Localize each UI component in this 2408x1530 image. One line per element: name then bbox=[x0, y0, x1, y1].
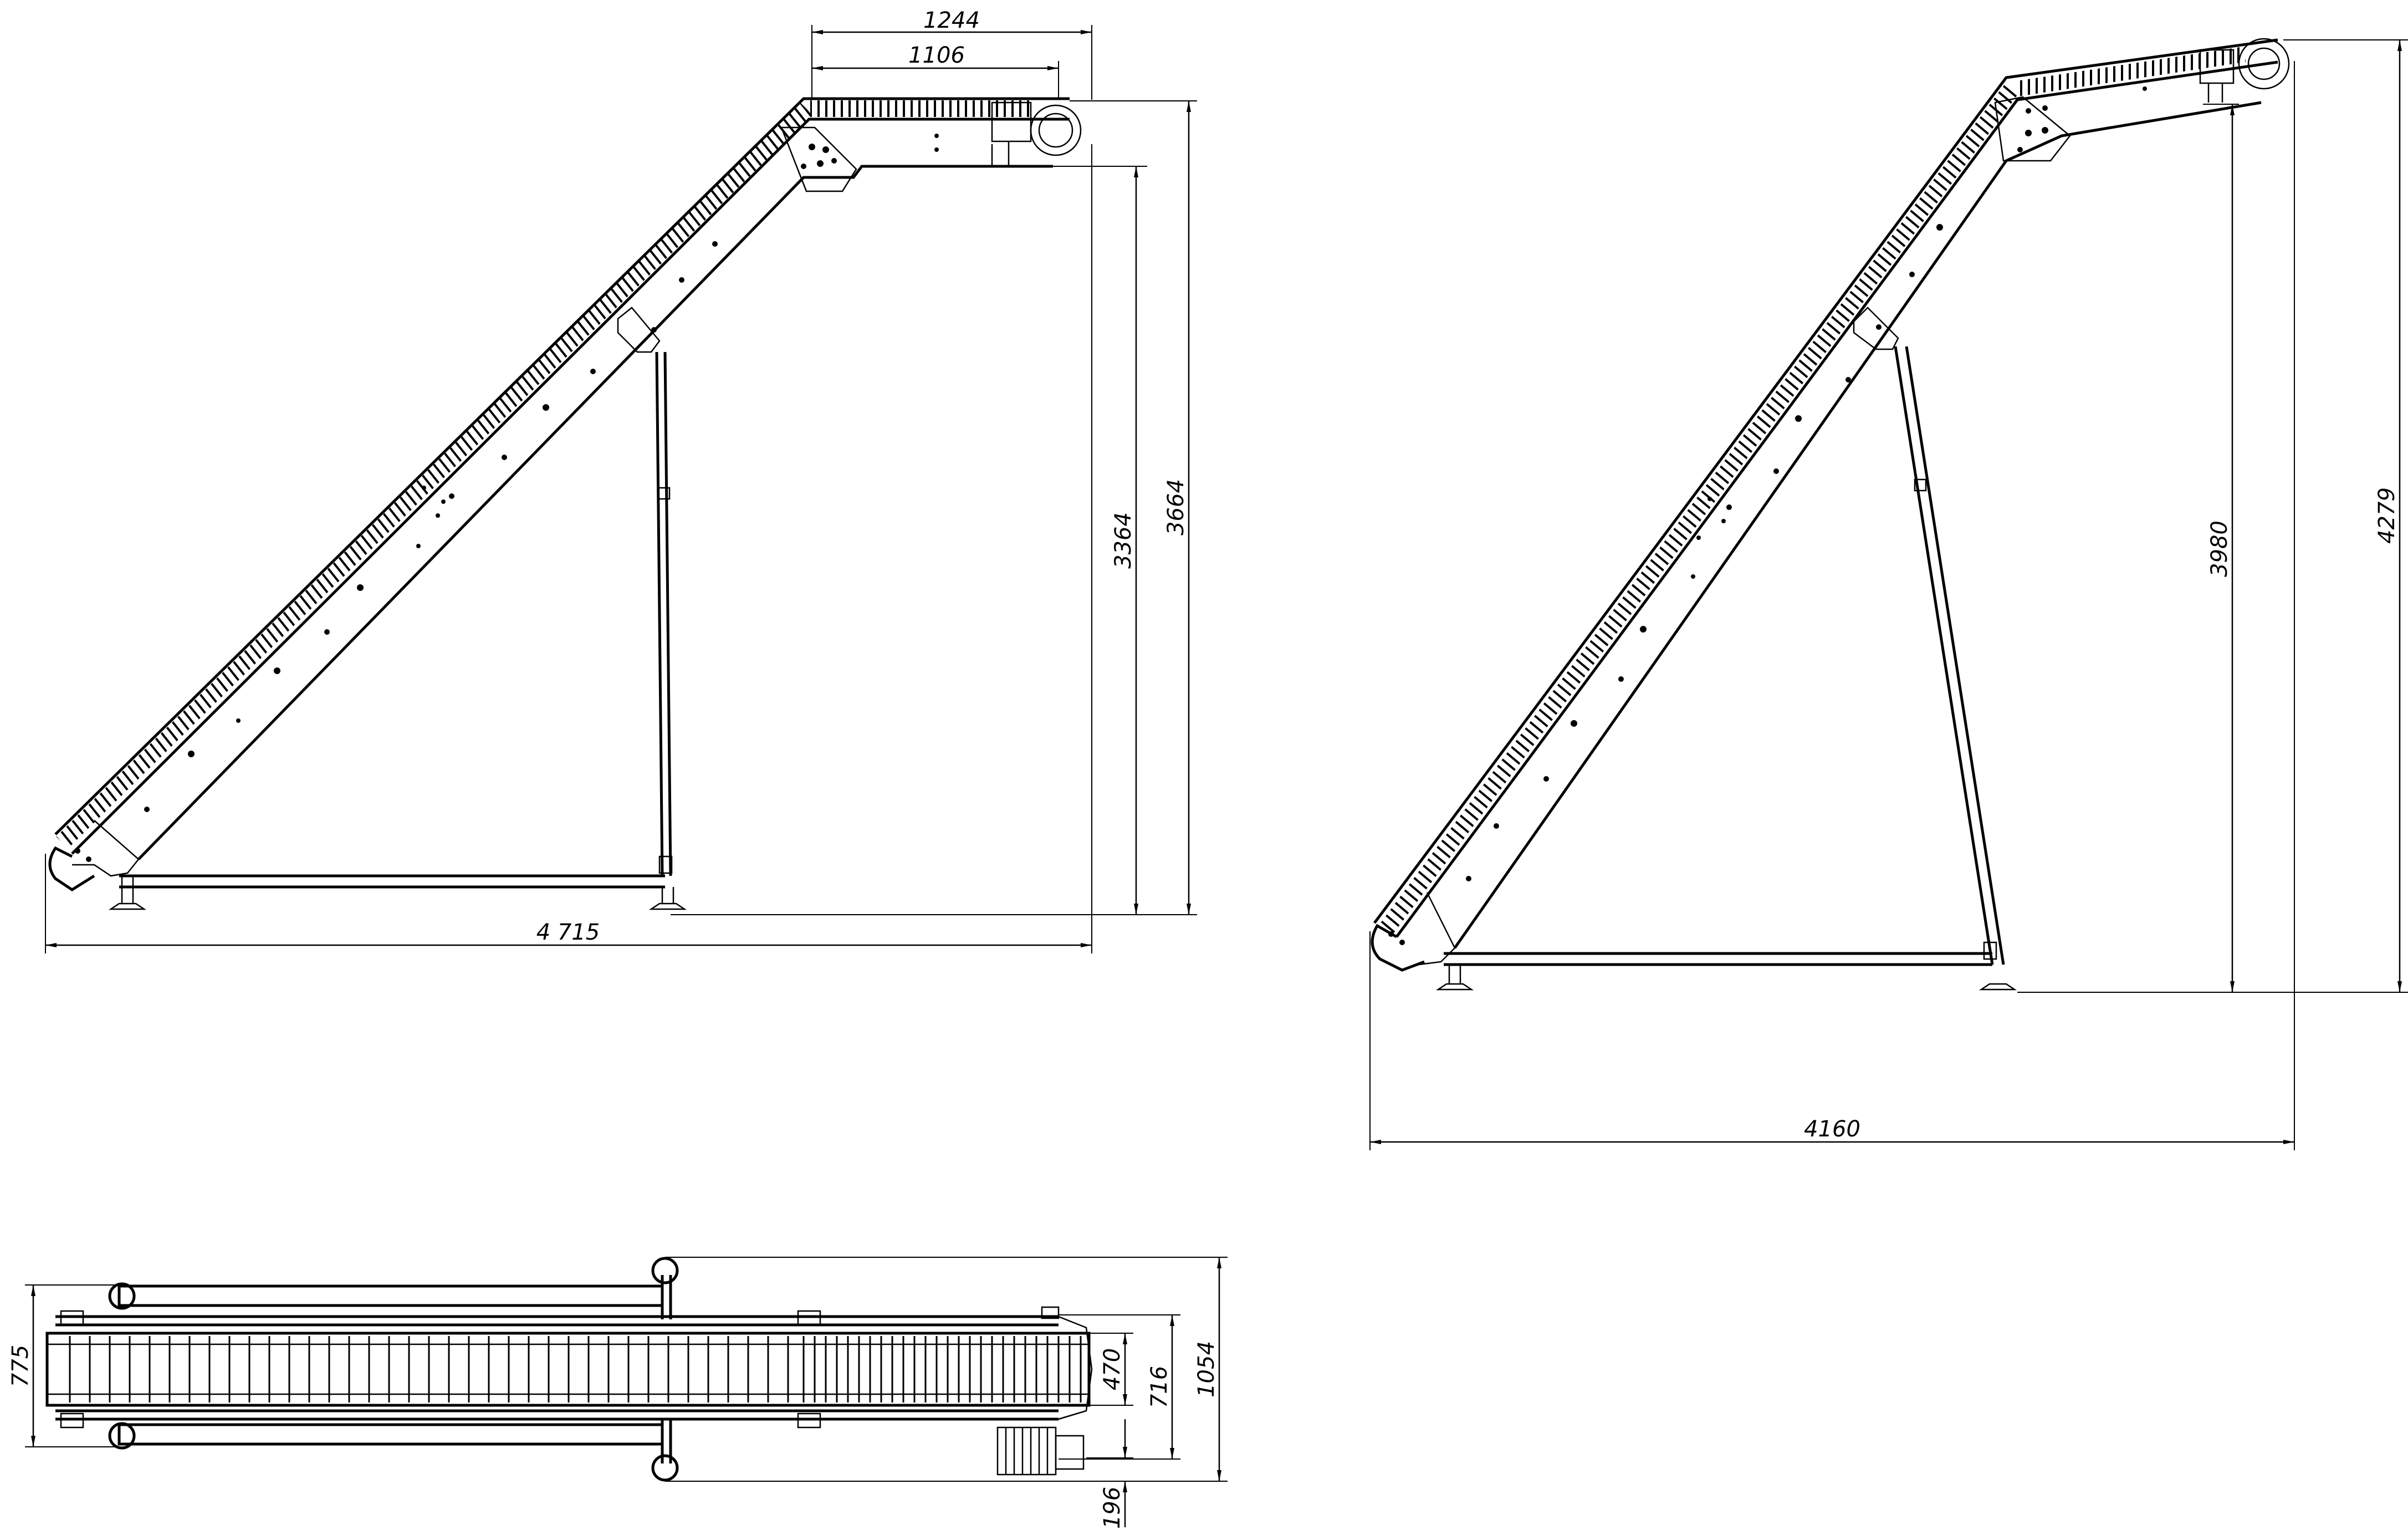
incline-frame-2 bbox=[1371, 38, 2290, 991]
dimensions-top-view: 775 470 716 1054 196 bbox=[8, 1257, 1228, 1529]
conveyor-plan bbox=[45, 1257, 1093, 1482]
side-view-1: 1244 1106 3364 3664 4 715 bbox=[45, 8, 1197, 953]
dim-top-width-inner: 1106 bbox=[908, 43, 965, 68]
dim-frame-width: 775 bbox=[8, 1345, 33, 1387]
dim-inner-width: 716 bbox=[1147, 1366, 1172, 1408]
dim-overall-width: 1054 bbox=[1194, 1341, 1219, 1398]
side-view-2: 3980 4279 4160 bbox=[1369, 38, 2408, 1150]
dim-height-lower: 3364 bbox=[1111, 512, 1136, 569]
frame-holes bbox=[75, 134, 939, 862]
dimensions-view-2: 3980 4279 4160 bbox=[1369, 39, 2408, 1150]
dim-total-length-2: 4160 bbox=[1804, 1116, 1860, 1142]
dimensions-view-1: 1244 1106 3364 3664 4 715 bbox=[45, 8, 1197, 953]
frame-holes-2 bbox=[1388, 86, 2147, 945]
dim-height-lower-2: 3980 bbox=[2207, 521, 2232, 577]
top-view: 775 470 716 1054 196 bbox=[8, 1257, 1228, 1529]
dim-top-width-outer: 1244 bbox=[923, 8, 980, 33]
incline-frame bbox=[48, 97, 1082, 910]
dim-motor-offset: 196 bbox=[1100, 1487, 1125, 1529]
dim-total-length: 4 715 bbox=[536, 920, 600, 945]
dim-height-upper: 3664 bbox=[1163, 479, 1189, 536]
dim-height-upper-2: 4279 bbox=[2374, 487, 2400, 544]
dim-belt-width: 470 bbox=[1100, 1348, 1125, 1390]
